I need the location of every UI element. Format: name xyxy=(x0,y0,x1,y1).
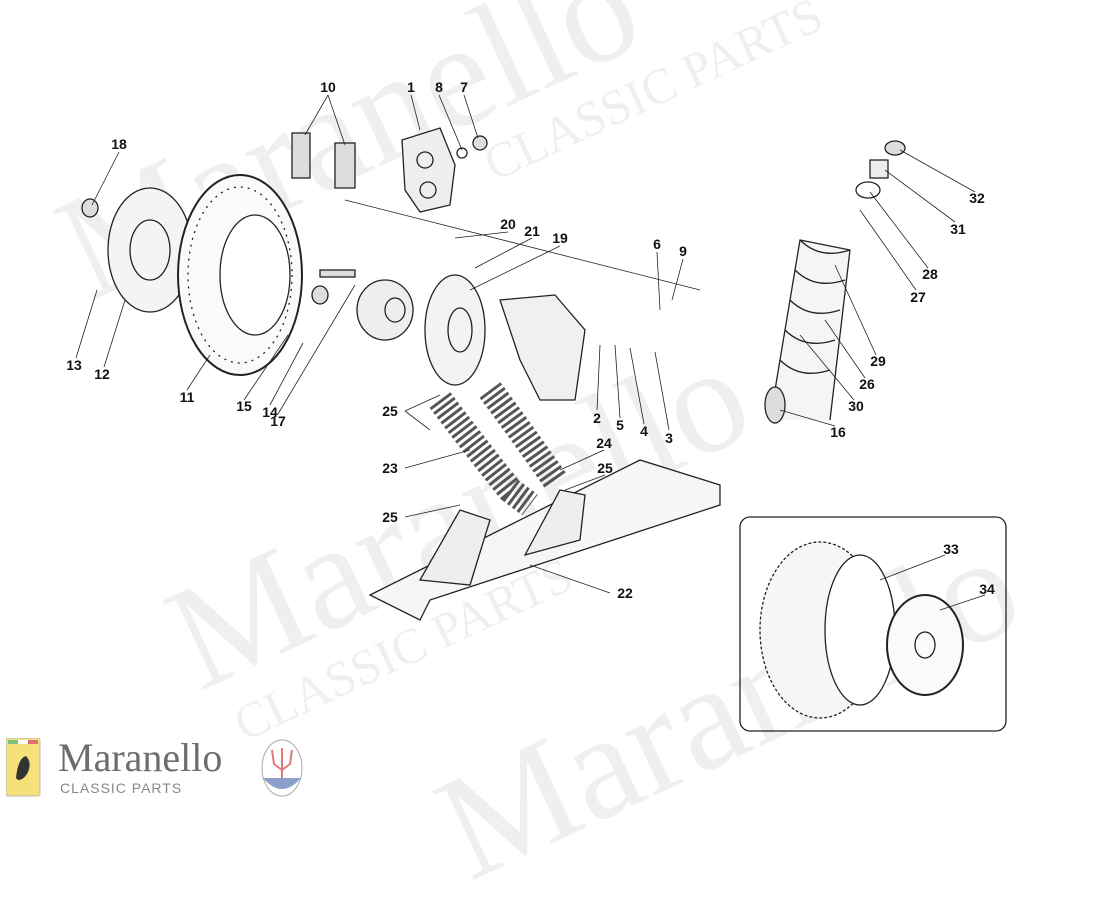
nut-32 xyxy=(884,140,906,156)
callout-13: 13 xyxy=(66,357,82,373)
callout-30: 30 xyxy=(848,398,864,414)
callout-34: 34 xyxy=(979,581,995,597)
bearing-nut xyxy=(311,285,329,305)
callout-19: 19 xyxy=(552,230,568,246)
callout-15: 15 xyxy=(236,398,252,414)
callout-6: 6 xyxy=(653,236,661,252)
wheel-rim xyxy=(886,594,964,696)
washer-8 xyxy=(456,147,468,159)
callout-24: 24 xyxy=(596,435,612,451)
callout-4: 4 xyxy=(640,423,648,439)
bushing-31 xyxy=(869,159,889,179)
tyre xyxy=(759,541,896,719)
callout-1: 1 xyxy=(407,79,415,95)
bolt xyxy=(319,269,356,278)
duct-inlet xyxy=(418,509,491,586)
callout-22: 22 xyxy=(617,585,633,601)
maserati-badge-logo xyxy=(261,739,303,797)
callout-21: 21 xyxy=(524,223,540,239)
callout-25: 25 xyxy=(382,403,398,419)
exploded-parts-diagram xyxy=(75,94,1007,732)
nut-7 xyxy=(472,135,488,151)
callout-12: 12 xyxy=(94,366,110,382)
callout-17: 17 xyxy=(270,413,286,429)
duct-inlet xyxy=(523,489,586,557)
callout-29: 29 xyxy=(870,353,886,369)
callout-33: 33 xyxy=(943,541,959,557)
shock-absorber xyxy=(764,239,851,424)
callout-31: 31 xyxy=(950,221,966,237)
brake-pad xyxy=(334,142,356,189)
callout-9: 9 xyxy=(679,243,687,259)
air-duct-24 xyxy=(479,382,566,488)
spring-seat-28 xyxy=(855,181,881,199)
leader-lines xyxy=(75,94,986,611)
callout-28: 28 xyxy=(922,266,938,282)
callout-11: 11 xyxy=(179,389,195,405)
brake-caliper xyxy=(401,127,456,213)
dust-shield xyxy=(424,274,486,386)
footer-logos xyxy=(6,738,303,797)
brake-pad xyxy=(291,132,311,179)
callout-3: 3 xyxy=(665,430,673,446)
callout-5: 5 xyxy=(616,417,624,433)
callout-7: 7 xyxy=(460,79,468,95)
brake-disc xyxy=(177,174,303,376)
nut-18 xyxy=(81,198,99,218)
footer-brand: Maranello xyxy=(58,735,223,780)
callout-25: 25 xyxy=(597,460,613,476)
callout-10: 10 xyxy=(320,79,336,95)
wheel-hub xyxy=(356,279,414,341)
callout-8: 8 xyxy=(435,79,443,95)
ferrari-badge-logo xyxy=(6,738,41,797)
callout-23: 23 xyxy=(382,460,398,476)
callout-2: 2 xyxy=(593,410,601,426)
callout-27: 27 xyxy=(910,289,926,305)
callout-14: 14 xyxy=(262,404,278,420)
footer-subtitle: CLASSIC PARTS xyxy=(60,780,183,796)
callout-20: 20 xyxy=(500,216,516,232)
callout-18: 18 xyxy=(111,136,127,152)
upright xyxy=(499,294,586,401)
callout-26: 26 xyxy=(859,376,875,392)
callout-32: 32 xyxy=(969,190,985,206)
air-duct-23 xyxy=(429,392,538,516)
callout-16: 16 xyxy=(830,424,846,440)
callout-25: 25 xyxy=(382,509,398,525)
wheel-inset-frame xyxy=(739,516,1007,732)
